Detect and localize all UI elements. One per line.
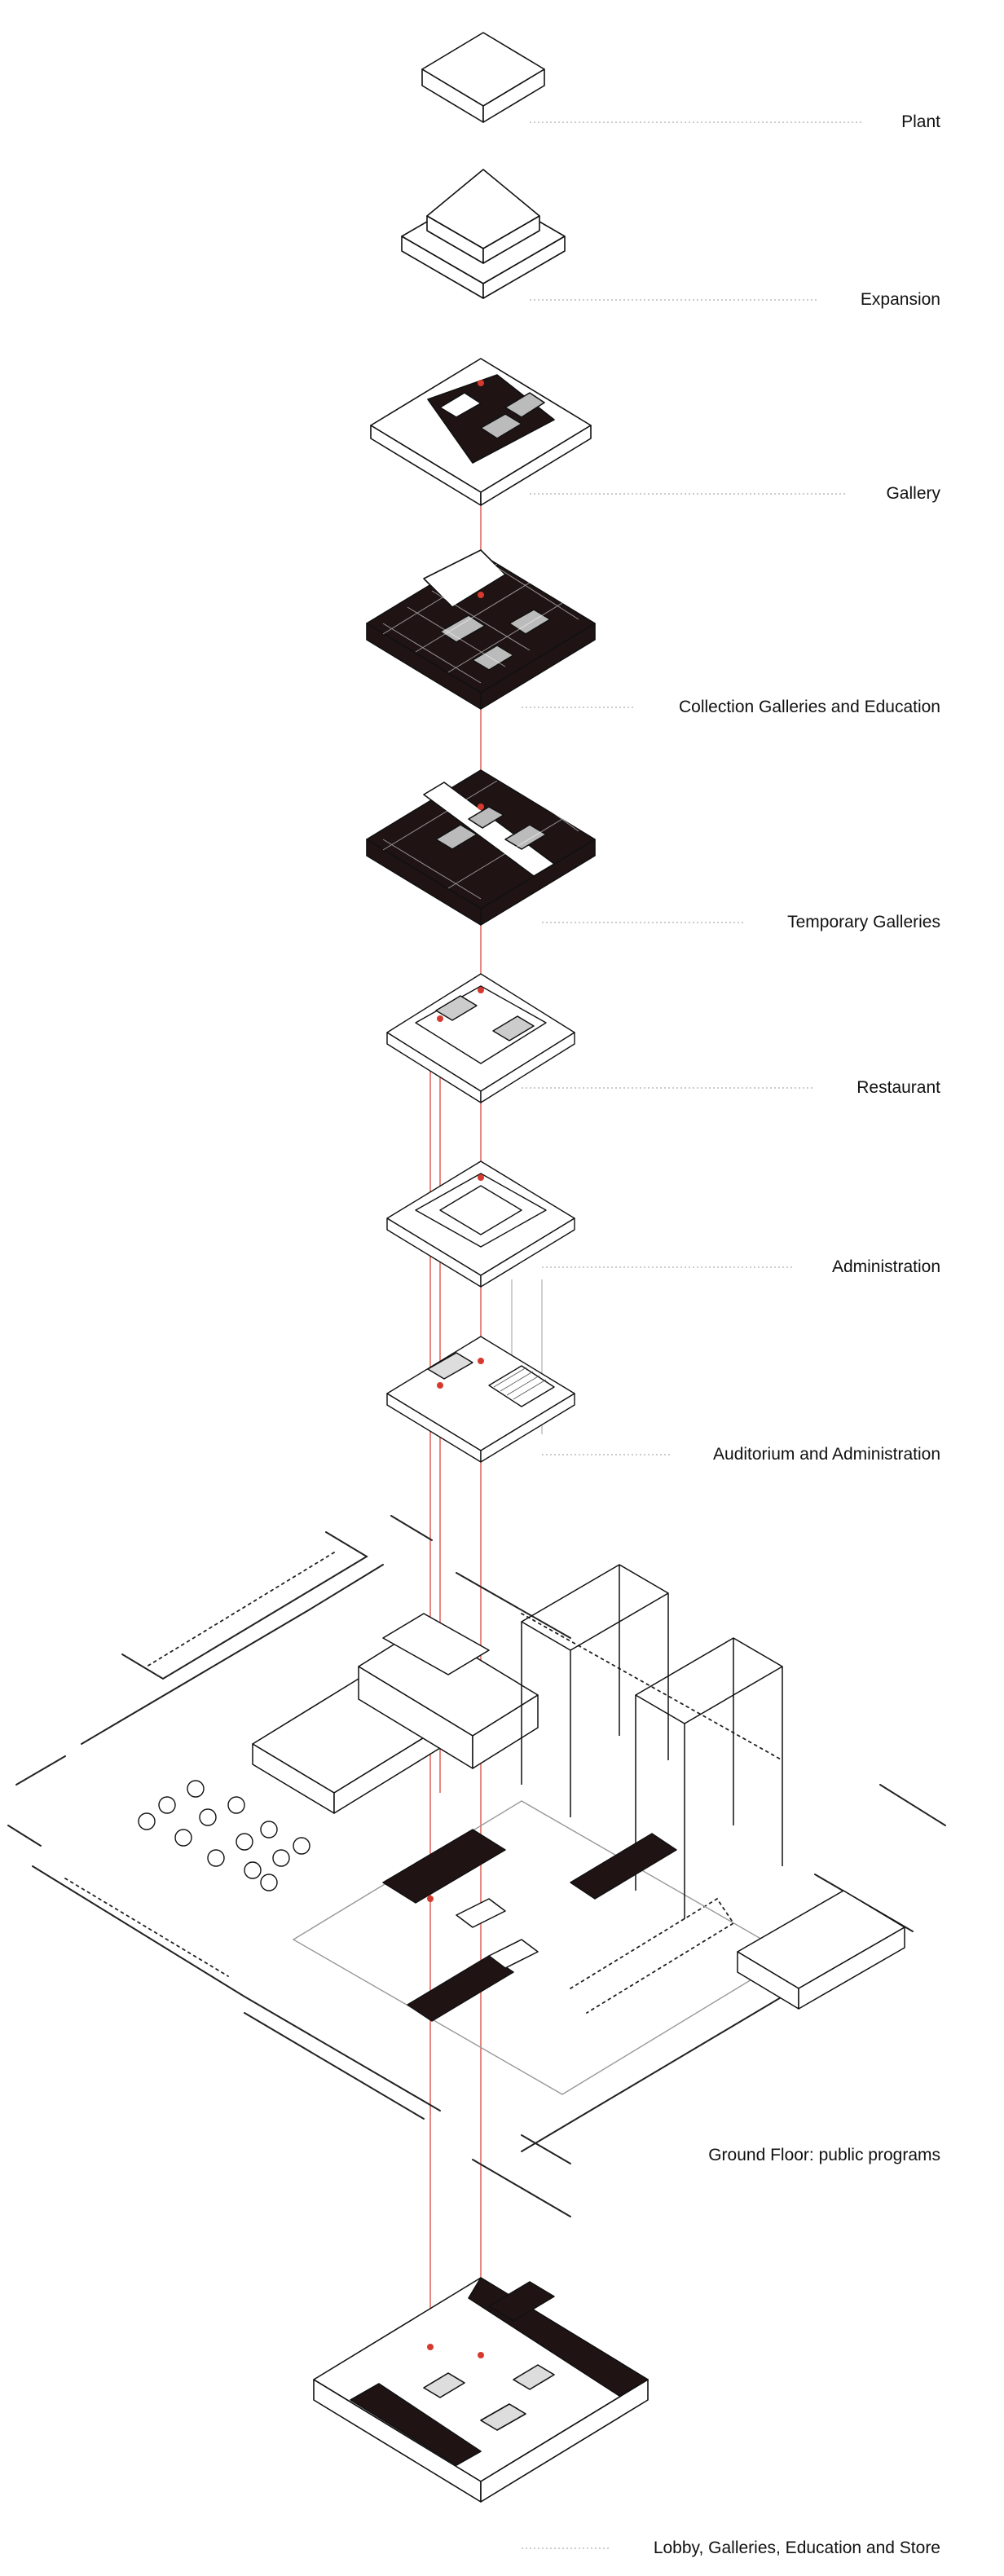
label-leader-lines xyxy=(522,121,862,2549)
level-administration-drawing xyxy=(386,1160,575,1288)
level-collection-drawing xyxy=(366,549,596,710)
label-gallery: Gallery xyxy=(886,484,940,503)
label-expansion: Expansion xyxy=(860,290,940,309)
level-temporary-drawing xyxy=(366,769,596,926)
level-plant-drawing xyxy=(421,32,545,123)
label-temporary: Temporary Galleries xyxy=(787,913,940,931)
ground-core-marker xyxy=(427,1896,434,1902)
label-auditorium: Auditorium and Administration xyxy=(713,1445,940,1464)
level-gallery-drawing xyxy=(370,358,592,506)
label-plant: Plant xyxy=(901,112,940,131)
label-restaurant: Restaurant xyxy=(856,1078,940,1097)
label-administration: Administration xyxy=(831,1257,940,1276)
label-ground: Ground Floor: public programs xyxy=(708,2146,940,2164)
site-buildings xyxy=(252,1564,905,2022)
level-auditorium-drawing xyxy=(386,1336,575,1463)
label-lobby: Lobby, Galleries, Education and Store xyxy=(653,2539,940,2557)
level-expansion-drawing xyxy=(401,169,566,299)
level-lobby-drawing xyxy=(313,2277,649,2503)
label-collection: Collection Galleries and Education xyxy=(678,698,940,716)
level-restaurant-drawing xyxy=(386,973,575,1103)
